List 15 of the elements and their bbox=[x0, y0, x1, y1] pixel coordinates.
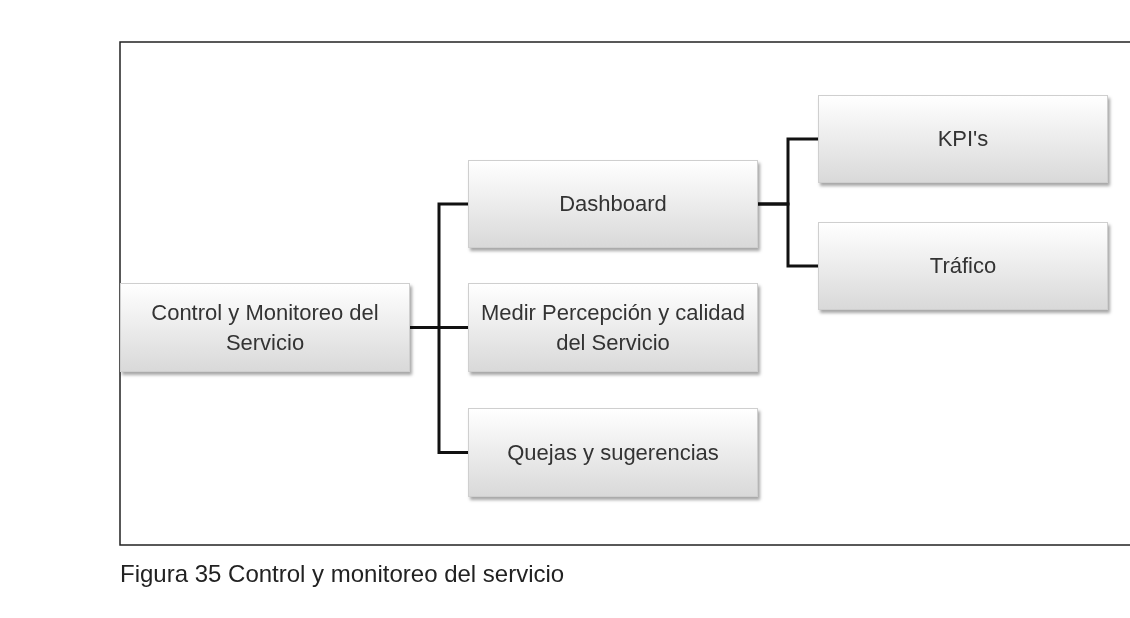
node-label: Quejas y sugerencias bbox=[506, 438, 720, 467]
process-box bbox=[818, 95, 1108, 183]
connector-line bbox=[410, 326, 468, 454]
connector-line bbox=[758, 202, 818, 268]
node-label: KPI's bbox=[936, 125, 990, 154]
node-label: Dashboard bbox=[558, 190, 668, 219]
node-label: Control y Monitoreo del Servicio bbox=[150, 298, 380, 357]
node-label: Medir Percepción y calidad del Servicio bbox=[479, 298, 747, 357]
process-box bbox=[468, 283, 758, 372]
node-label: Tráfico bbox=[928, 252, 998, 281]
process-box bbox=[120, 283, 410, 372]
process-box bbox=[818, 222, 1108, 310]
process-box bbox=[468, 160, 758, 248]
figure-caption: Figura 35 Control y monitoreo del servicio bbox=[120, 560, 565, 588]
process-box bbox=[468, 408, 758, 497]
